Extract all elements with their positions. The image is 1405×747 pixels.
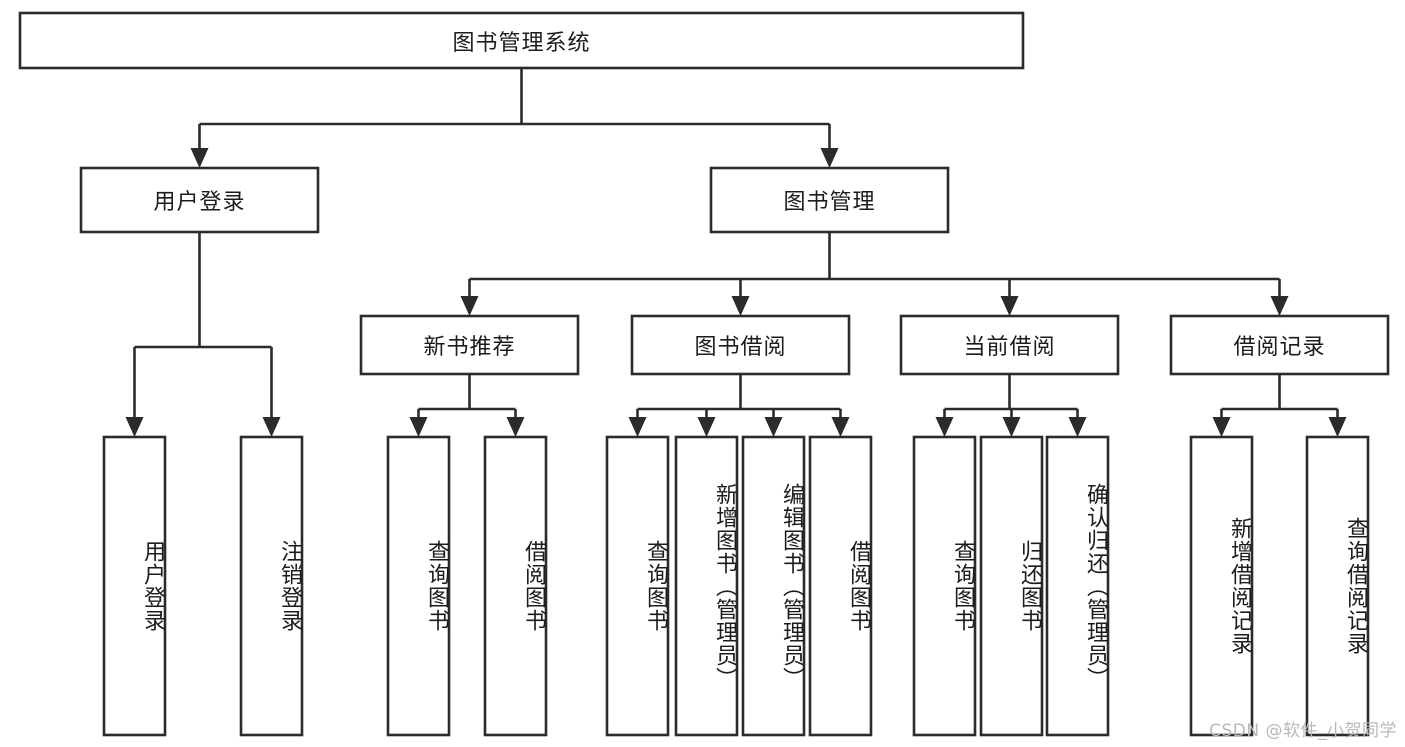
node-leaf-confirm-return[interactable] [1045, 435, 1110, 737]
arrow-head-icon [460, 296, 479, 316]
arrow-head-icon [1068, 417, 1087, 437]
node-leaf-query-book-1[interactable] [386, 435, 451, 737]
node-book-borrow[interactable] [630, 314, 851, 376]
node-leaf-edit-book[interactable] [741, 435, 806, 737]
connector-layer [125, 68, 1347, 437]
arrow-head-icon [831, 417, 850, 437]
node-book-manage[interactable] [709, 166, 950, 234]
arrow-head-icon [628, 417, 647, 437]
arrow-head-icon [125, 417, 144, 437]
node-borrow-record[interactable] [1169, 314, 1390, 376]
arrow-head-icon [731, 296, 750, 316]
node-root[interactable] [18, 11, 1025, 70]
arrow-head-icon [1000, 296, 1019, 316]
node-leaf-user-login[interactable] [102, 435, 167, 737]
node-leaf-add-record[interactable] [1189, 435, 1254, 737]
arrow-head-icon [764, 417, 783, 437]
arrow-head-icon [697, 417, 716, 437]
arrow-head-icon [935, 417, 954, 437]
node-new-book-rec[interactable] [359, 314, 580, 376]
node-box-layer [18, 11, 1390, 737]
arrow-head-icon [820, 148, 839, 168]
arrow-head-icon [1002, 417, 1021, 437]
node-leaf-borrow-book-2[interactable] [808, 435, 873, 737]
arrow-head-icon [506, 417, 525, 437]
arrow-head-icon [262, 417, 281, 437]
arrow-head-icon [409, 417, 428, 437]
arrow-head-icon [1328, 417, 1347, 437]
arrow-head-icon [1212, 417, 1231, 437]
node-leaf-query-record[interactable] [1305, 435, 1370, 737]
arrow-head-icon [1270, 296, 1289, 316]
node-leaf-user-logout[interactable] [239, 435, 304, 737]
node-leaf-query-book-3[interactable] [912, 435, 977, 737]
node-leaf-query-book-2[interactable] [605, 435, 670, 737]
arrow-head-icon [190, 148, 209, 168]
node-current-borrow[interactable] [899, 314, 1120, 376]
node-leaf-add-book[interactable] [674, 435, 739, 737]
node-user-login[interactable] [79, 166, 320, 234]
node-leaf-borrow-book-1[interactable] [483, 435, 548, 737]
node-leaf-return-book[interactable] [979, 435, 1044, 737]
